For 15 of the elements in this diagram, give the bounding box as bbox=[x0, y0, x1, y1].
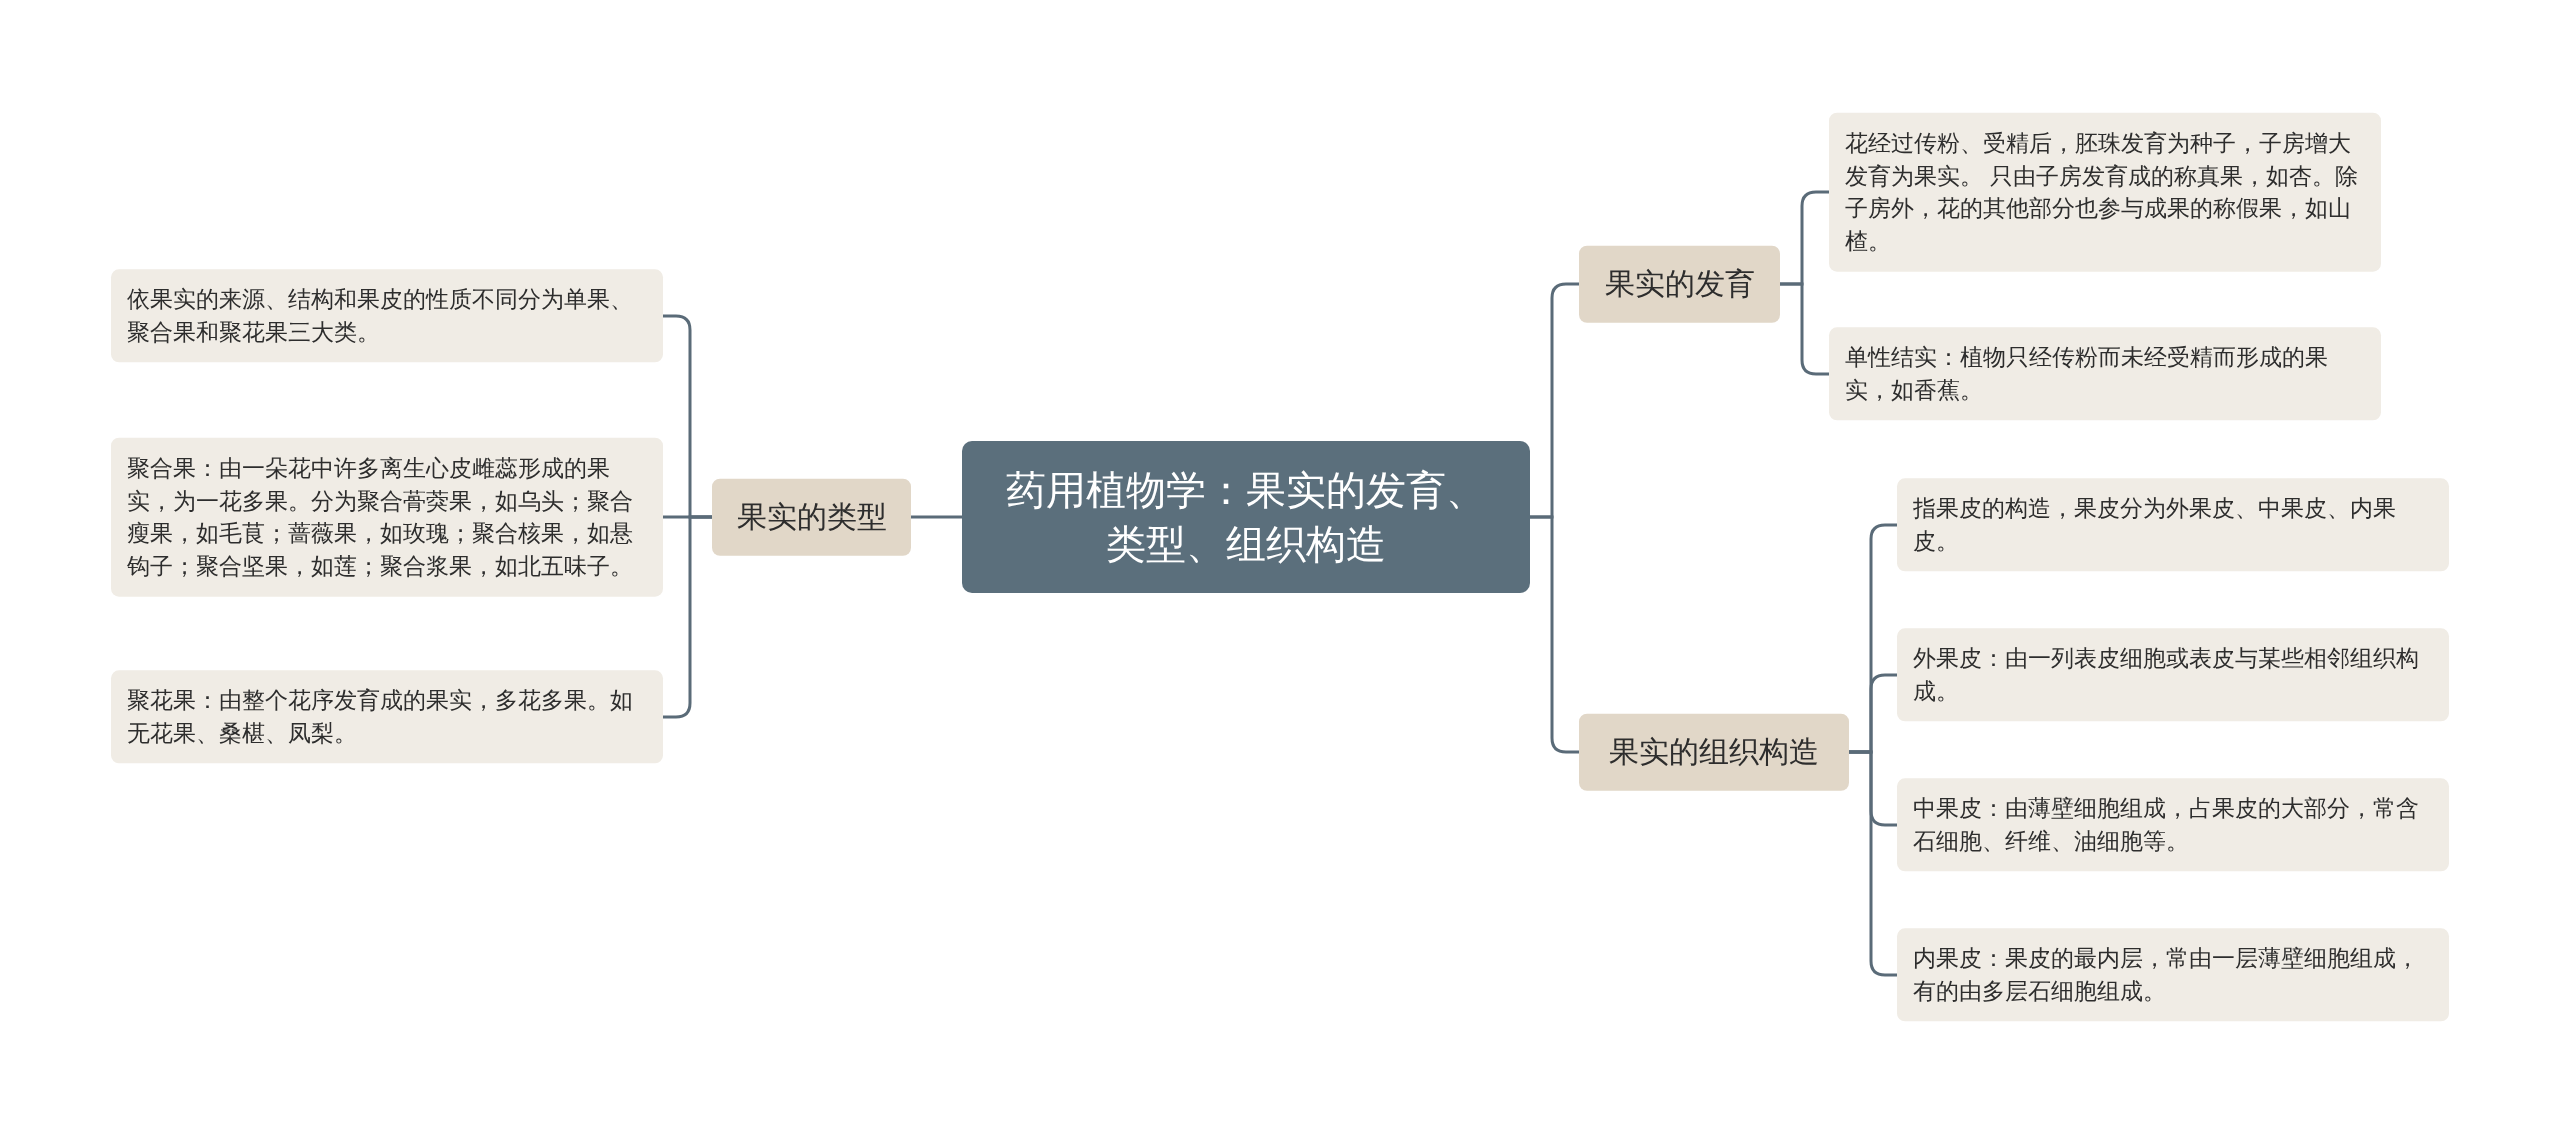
topic-box: 果实的类型 bbox=[712, 478, 911, 556]
note-box: 内果皮：果皮的最内层，常由一层薄壁细胞组成，有的由多层石细胞组成。 bbox=[1897, 928, 2449, 1022]
note-box: 聚花果：由整个花序发育成的果实，多花多果。如无花果、桑椹、凤梨。 bbox=[111, 670, 663, 764]
note-box: 单性结实：植物只经传粉而未经受精而形成的果实，如香蕉。 bbox=[1829, 327, 2381, 421]
note-box: 中果皮：由薄壁细胞组成，占果皮的大部分，常含石细胞、纤维、油细胞等。 bbox=[1897, 778, 2449, 872]
connector-line bbox=[1849, 750, 1897, 977]
note-box: 聚合果：由一朵花中许多离生心皮雌蕊形成的果实，为一花多果。分为聚合蓇葖果，如乌头；聚合瘦果，如毛茛；蔷薇果，如玫瑰；聚合核果，如悬钩子；聚合坚果，如莲；聚合浆果，如北五味子。 bbox=[111, 437, 663, 597]
note-box: 指果皮的构造，果皮分为外果皮、中果皮、内果皮。 bbox=[1897, 478, 2449, 572]
topic-box: 果实的组织构造 bbox=[1579, 713, 1849, 791]
connector-line bbox=[911, 515, 962, 519]
note-box: 依果实的来源、结构和果皮的性质不同分为单果、聚合果和聚花果三大类。 bbox=[111, 269, 663, 363]
note-box: 花经过传粉、受精后，胚珠发育为种子，子房增大发育为果实。 只由子房发育成的称真果，如杏。除子房外，花的其他部分也参与成果的称假果，如山楂。 bbox=[1829, 112, 2381, 272]
central-topic-box: 药用植物学：果实的发育、类型、组织构造 bbox=[962, 441, 1530, 593]
topic-box: 果实的发育 bbox=[1579, 245, 1780, 323]
note-box: 外果皮：由一列表皮细胞或表皮与某些相邻组织构成。 bbox=[1897, 628, 2449, 722]
